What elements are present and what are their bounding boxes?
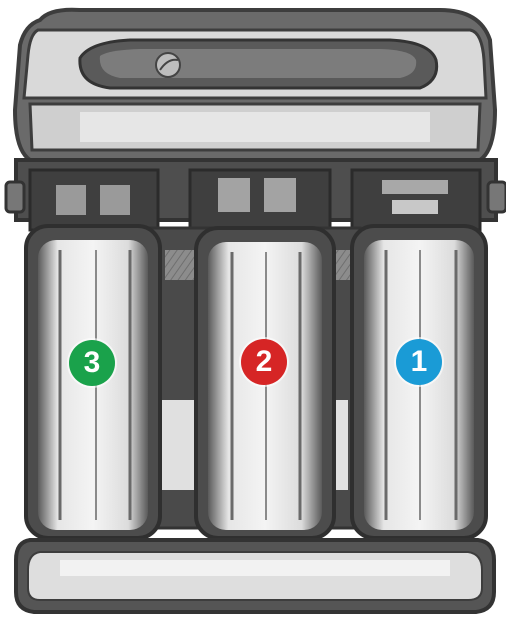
filter-stage-3-badge: 3: [69, 340, 115, 386]
mounting-bracket: [6, 160, 506, 230]
base-tray: [16, 540, 494, 612]
filter-stage-2-badge: 2: [241, 339, 287, 385]
top-cover: [15, 10, 495, 160]
filter-stage-1-badge: 1: [396, 339, 442, 385]
